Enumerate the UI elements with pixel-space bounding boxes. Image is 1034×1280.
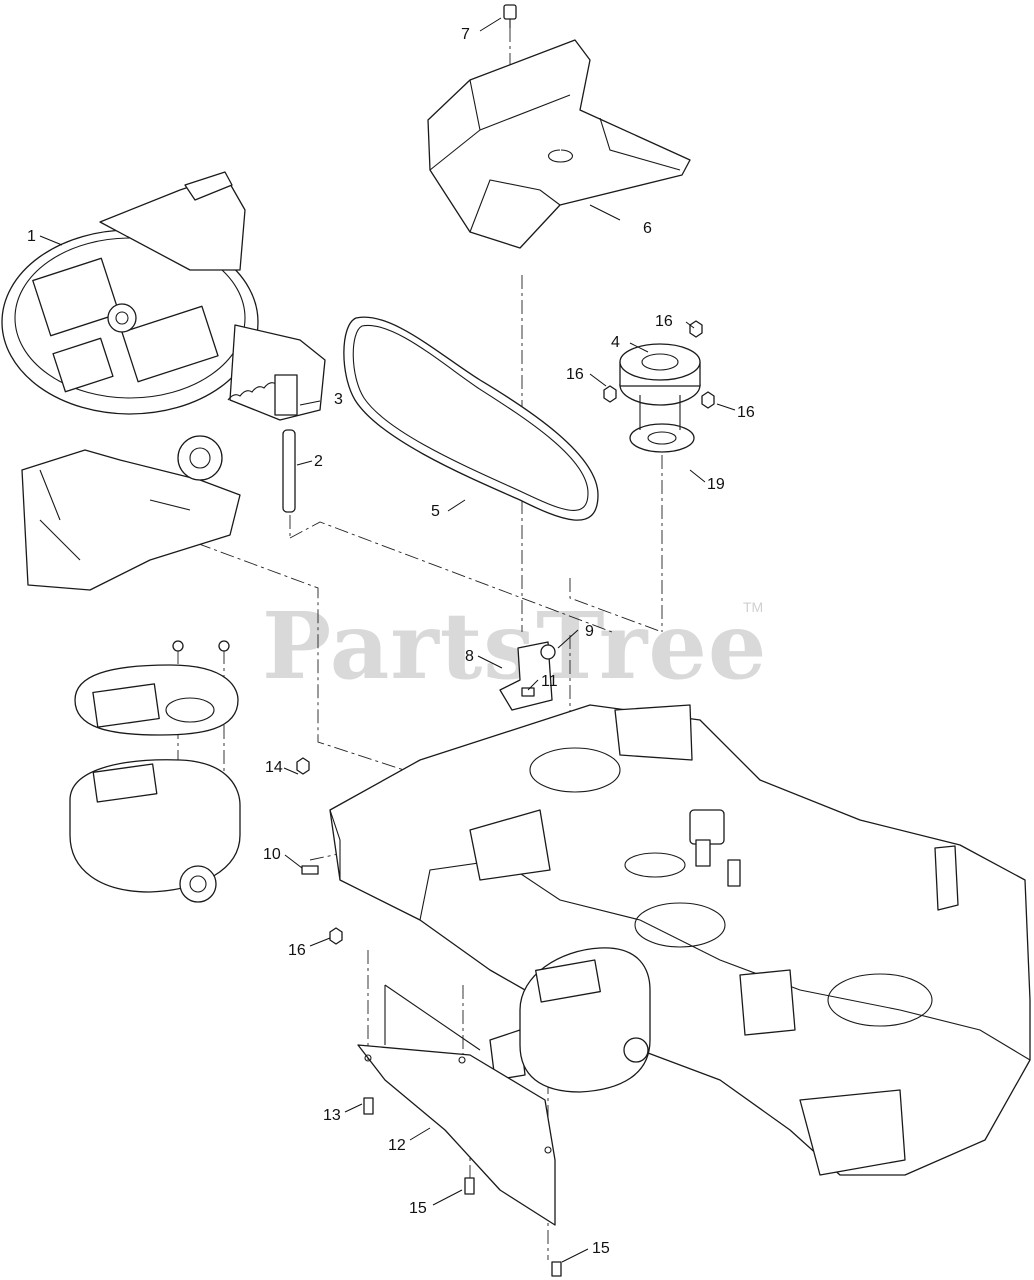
- callout-16-right: 16: [737, 404, 755, 421]
- callout-19: 19: [707, 476, 725, 493]
- fasteners: [296, 757, 562, 1277]
- callout-15-left: 15: [409, 1200, 427, 1217]
- callout-7: 7: [461, 26, 470, 43]
- part-13-bolt: [363, 1097, 374, 1115]
- callout-16-top: 16: [655, 313, 673, 330]
- callout-13: 13: [323, 1107, 341, 1124]
- part-8-bracket: [499, 641, 556, 711]
- callout-4: 4: [611, 334, 620, 351]
- mower-deck: [329, 704, 1031, 1176]
- part-2-rod: [282, 429, 296, 513]
- spindle-cover-assembly: [69, 640, 241, 903]
- part-14-nut: [296, 757, 310, 775]
- callout-3: 3: [334, 391, 343, 408]
- watermark-tm: TM: [743, 599, 763, 615]
- leader-lines: [39, 17, 736, 1263]
- part-12-baffle: [357, 984, 556, 1226]
- part-10-bolt: [301, 865, 319, 875]
- part-6-belt-cover: [427, 39, 691, 249]
- part-1-idler-assembly: [1, 171, 326, 591]
- callout-8: 8: [465, 648, 474, 665]
- callout-15-bottom: 15: [592, 1240, 610, 1257]
- part-15-bolt-b: [551, 1261, 562, 1277]
- callout-16-bottom: 16: [288, 942, 306, 959]
- part-7-bolt: [503, 4, 517, 28]
- part-3-spring: [227, 374, 298, 416]
- callout-12: 12: [388, 1137, 406, 1154]
- callout-11: 11: [541, 673, 558, 690]
- part-5-belt: [343, 316, 599, 521]
- callout-1: 1: [27, 228, 36, 245]
- part-19-plate: [629, 395, 695, 453]
- callout-14: 14: [265, 759, 283, 776]
- watermark-text: PartsTree: [262, 592, 767, 700]
- callout-10: 10: [263, 846, 281, 863]
- callout-16-left: 16: [566, 366, 584, 383]
- callout-5: 5: [431, 503, 440, 520]
- callout-2: 2: [314, 453, 323, 470]
- part-16-nuts: [329, 320, 715, 945]
- part-15-bolt-a: [464, 1177, 475, 1195]
- part-4-pulley: [619, 343, 701, 406]
- callout-9: 9: [585, 623, 594, 640]
- callout-6: 6: [643, 220, 652, 237]
- center-spindle-housing: [519, 947, 651, 1093]
- callout-labels: 7 1 6 3 2 4 16 16 16 19 5 9 8 11 14 10 1…: [27, 26, 755, 1257]
